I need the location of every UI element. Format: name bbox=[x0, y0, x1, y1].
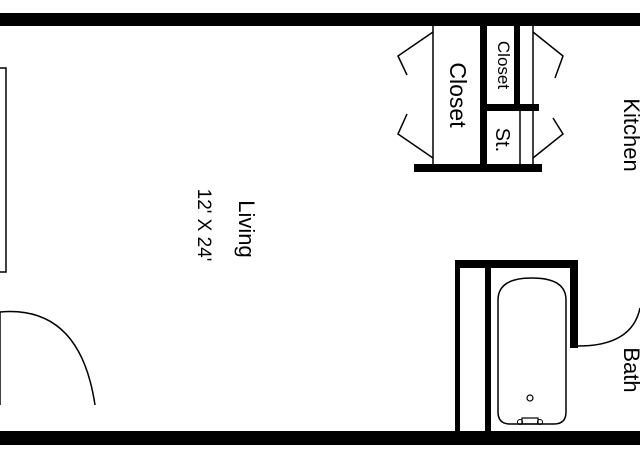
bath-block bbox=[455, 260, 640, 431]
tub-drain bbox=[526, 394, 534, 402]
bifold-door-large-lower bbox=[397, 113, 434, 159]
bath-right-wall bbox=[570, 268, 578, 348]
closet-small-label: Closet bbox=[494, 41, 513, 89]
bath-top-wall bbox=[455, 260, 578, 268]
small-closet-right-wall bbox=[514, 26, 520, 104]
storage-top-wall bbox=[487, 104, 539, 111]
top-wall bbox=[0, 13, 640, 26]
living-room-dimensions: 12' X 24' bbox=[193, 189, 214, 262]
kitchen-label: Kitchen bbox=[619, 98, 640, 171]
storage-label: St. bbox=[491, 128, 513, 152]
bath-door-swing bbox=[577, 307, 640, 347]
entry-door-swing bbox=[0, 310, 96, 406]
closet-large-label: Closet bbox=[445, 62, 471, 128]
bath-left-wall bbox=[455, 268, 460, 431]
tub-handle-left bbox=[517, 419, 523, 425]
living-room-label: Living bbox=[234, 200, 259, 257]
bifold-door-small-upper bbox=[532, 31, 564, 79]
bathtub bbox=[497, 277, 567, 425]
closet-block bbox=[397, 26, 564, 172]
tub-handle-right bbox=[537, 419, 543, 425]
closet-divider-wall bbox=[480, 26, 487, 164]
bath-wall-2 bbox=[485, 268, 491, 431]
closet-bottom-wall bbox=[414, 164, 542, 172]
tub-faucet bbox=[521, 417, 539, 425]
bath-label: Bath bbox=[619, 347, 640, 392]
bottom-wall bbox=[0, 431, 640, 445]
window-frame bbox=[0, 67, 7, 273]
bifold-door-small-lower bbox=[532, 117, 564, 159]
bifold-door-large-upper bbox=[397, 31, 434, 76]
